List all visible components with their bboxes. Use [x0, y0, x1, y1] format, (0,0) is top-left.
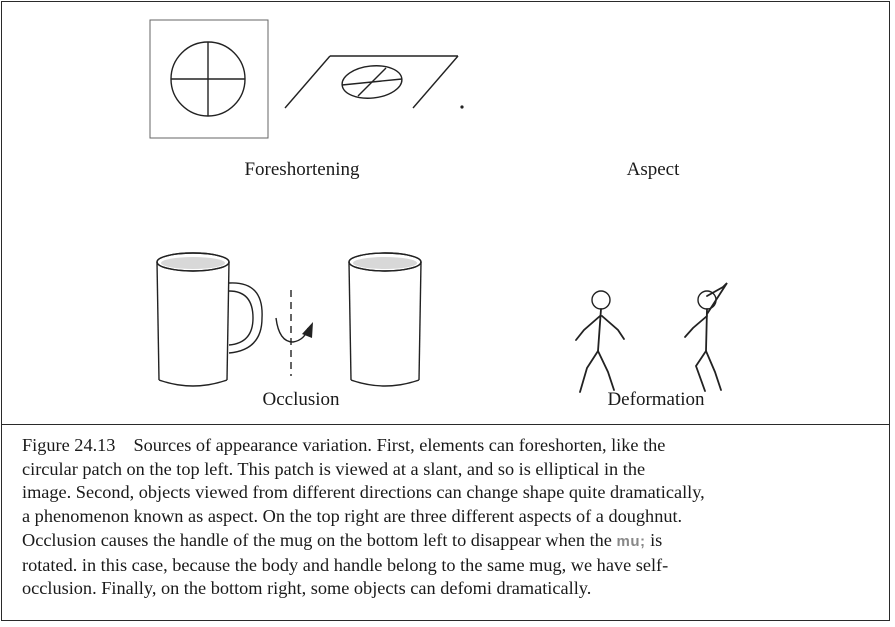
mug-without-handle	[348, 252, 422, 387]
rotation-axis-icon	[275, 290, 313, 376]
caption-line: occlusion. Finally, on the bottom right,…	[22, 578, 592, 599]
caption-line: circular patch on the top left. This pat…	[22, 458, 646, 479]
aspect-label: Aspect	[626, 159, 680, 180]
deformation-label: Deformation	[607, 389, 705, 410]
caption-line: rotated. in this case, because the body …	[22, 554, 669, 575]
frontal-circle-patch	[149, 19, 269, 139]
garbled-word: mu;	[616, 532, 646, 550]
caption-line: a phenomenon known as aspect. On the top…	[22, 506, 683, 527]
stick-figure-relaxed	[575, 290, 625, 393]
figure-artwork	[149, 19, 728, 393]
caption-line: image. Second, objects viewed from diffe…	[22, 482, 705, 503]
stick-figure-deformed	[684, 282, 728, 392]
figure-caption-divider	[1, 424, 890, 425]
foreshortening-label: Foreshortening	[244, 159, 360, 180]
slanted-circle-patch	[284, 55, 459, 109]
occlusion-label: Occlusion	[262, 389, 340, 410]
caption-line: Occlusion causes the handle of the mug o…	[22, 529, 872, 554]
dot-mark	[460, 105, 464, 109]
mug-with-handle	[156, 252, 263, 387]
figure-number: Figure 24.13	[22, 435, 116, 455]
